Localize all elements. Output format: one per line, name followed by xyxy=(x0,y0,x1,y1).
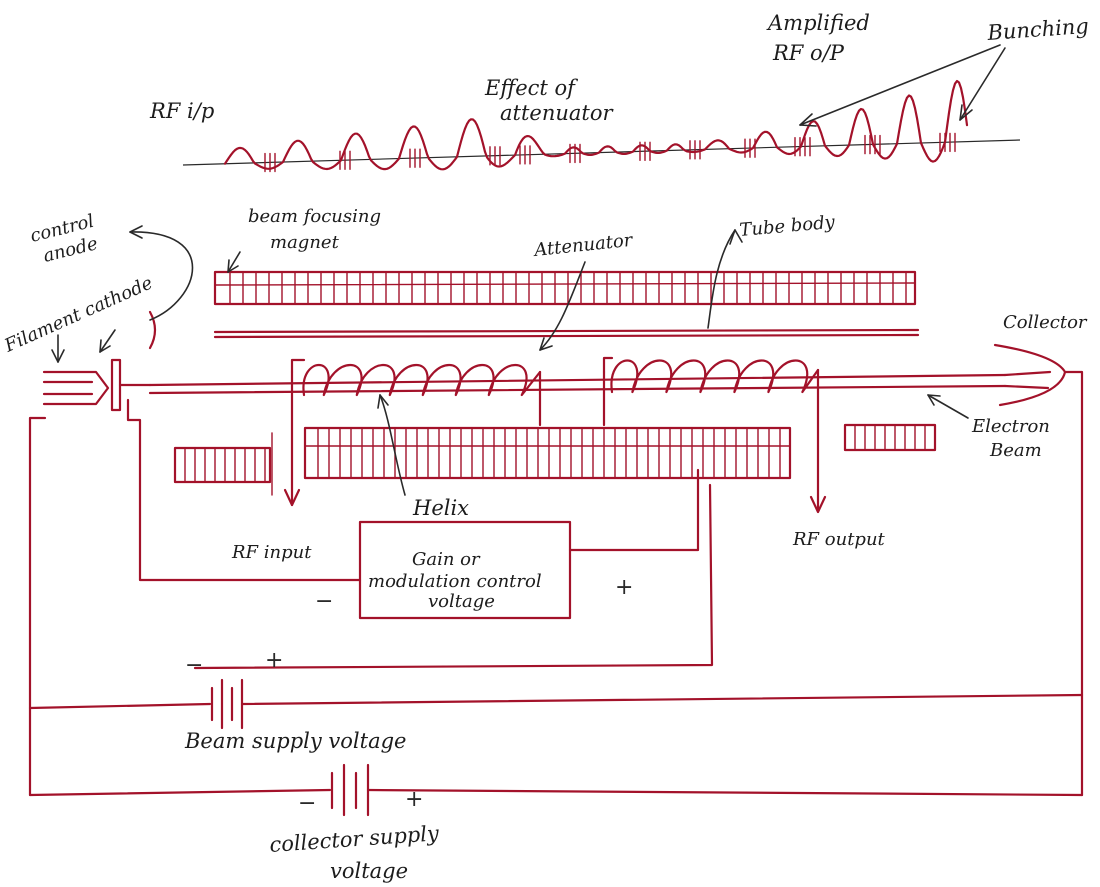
circuit-wiring xyxy=(28,398,1084,817)
label-magnet: magnet xyxy=(270,232,340,253)
label-amplified: Amplified xyxy=(766,11,870,35)
labels: RF i/p Effect of attenuator Amplified RF… xyxy=(1,11,1090,883)
label-gain-line3: voltage xyxy=(428,591,495,612)
label-bunching: Bunching xyxy=(986,14,1090,45)
label-electron: Electron xyxy=(971,416,1050,437)
electron-beam xyxy=(148,373,1007,395)
label-tube-body: Tube body xyxy=(739,212,837,241)
label-effect-of: Effect of xyxy=(484,76,578,100)
label-rf-output: RF output xyxy=(792,529,886,550)
label-beam: Beam xyxy=(989,440,1042,461)
label-gain-line1: Gain or xyxy=(412,549,481,570)
attenuator-strip xyxy=(303,426,792,480)
label-filament-cathode: Filament cathode xyxy=(1,272,156,357)
collector-plus-sign: + xyxy=(405,787,423,812)
helix-coil-output xyxy=(602,356,820,394)
rf-wave xyxy=(223,79,969,171)
label-rf-input: RF input xyxy=(231,542,312,563)
collector-minus-sign: − xyxy=(298,791,316,816)
magnet-body xyxy=(213,270,917,306)
pointer-arrows xyxy=(51,44,1006,496)
label-beam-focusing: beam focusing xyxy=(248,206,381,227)
label-collector-supply-line2: voltage xyxy=(330,859,408,883)
beam-plus-sign: + xyxy=(265,648,283,673)
label-helix: Helix xyxy=(412,496,469,520)
lower-magnet-blocks xyxy=(173,423,937,496)
bunching-ticks xyxy=(264,132,956,173)
control-anode-plate xyxy=(110,358,122,412)
rf-output-arrow xyxy=(809,495,827,514)
helix xyxy=(283,356,827,514)
collector xyxy=(993,343,1084,797)
label-gain-line2: modulation control xyxy=(368,571,542,592)
label-attenuator: Attenuator xyxy=(531,230,634,262)
label-rf-ip: RF i/p xyxy=(149,99,214,123)
gain-minus-sign: − xyxy=(315,589,333,614)
beam-minus-sign: − xyxy=(185,653,203,678)
label-collector-supply-line1: collector supply xyxy=(269,821,441,857)
signal-waveform xyxy=(182,79,1021,173)
beam-supply-battery xyxy=(210,678,244,730)
label-rf-op: RF o/P xyxy=(772,41,845,65)
electron-gun xyxy=(42,310,157,412)
tube-body xyxy=(213,328,920,339)
label-beam-supply: Beam supply voltage xyxy=(184,729,406,753)
label-collector: Collector xyxy=(1003,312,1088,333)
rf-input-arrow xyxy=(283,488,301,507)
label-attenuator-effect: attenuator xyxy=(500,101,614,125)
helix-coil-input xyxy=(290,358,542,397)
beam-focusing-magnet xyxy=(213,270,917,306)
magnet-hatching xyxy=(229,271,907,305)
gain-control-box xyxy=(358,520,572,620)
collector-supply-battery xyxy=(330,763,370,817)
filament-cathode xyxy=(42,370,110,406)
gain-plus-sign: + xyxy=(615,575,633,600)
